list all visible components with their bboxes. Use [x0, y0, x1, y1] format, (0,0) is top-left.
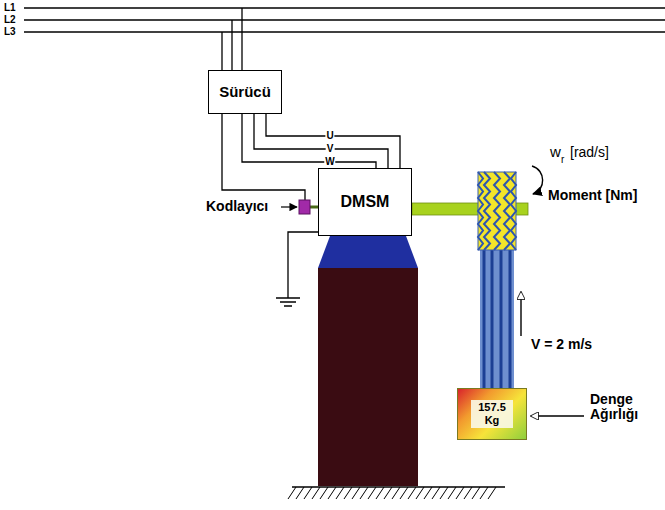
phase-label: L3 [4, 26, 16, 37]
phase-wire-label: V [326, 144, 335, 154]
supply-lines [24, 8, 665, 70]
speed-subscript: r [561, 154, 564, 165]
torque-label: Moment [Nm] [548, 188, 637, 203]
speed-unit: [rad/s] [570, 145, 609, 160]
rotation-arrow [532, 166, 543, 194]
motor-mount [318, 236, 418, 268]
power-wire [266, 114, 400, 168]
node-text: DMSM [341, 193, 390, 211]
encoder [299, 200, 310, 214]
pedestal [318, 268, 418, 486]
ground-symbol [276, 298, 300, 306]
velocity-label: V = 2 m/s [531, 337, 592, 352]
motor-box: DMSM [318, 168, 412, 236]
floor-hatch [288, 487, 505, 499]
velocity-arrow [520, 292, 521, 336]
speed-symbol: w [550, 144, 561, 161]
power-wire [242, 114, 376, 168]
node-text: Sürücü [219, 83, 271, 100]
counterweight-box: 157.5 Kg [457, 388, 527, 440]
counterweight-label: Denge Ağırlığı [590, 392, 656, 423]
pulley [478, 172, 516, 250]
node-text: 157.5 Kg [471, 400, 513, 427]
encoder-shaft [310, 206, 318, 209]
encoder-leader [281, 206, 297, 207]
phase-label: L2 [4, 14, 16, 25]
ropes [480, 240, 514, 388]
phase-label: L1 [4, 2, 16, 13]
phase-wire-label: U [325, 131, 334, 141]
pointer-arrow [531, 415, 584, 416]
drive-box: Sürücü [208, 70, 282, 114]
phase-wire-label: W [324, 157, 335, 167]
power-wire [254, 114, 388, 168]
encoder-label: Kodlayıcı [206, 199, 268, 214]
